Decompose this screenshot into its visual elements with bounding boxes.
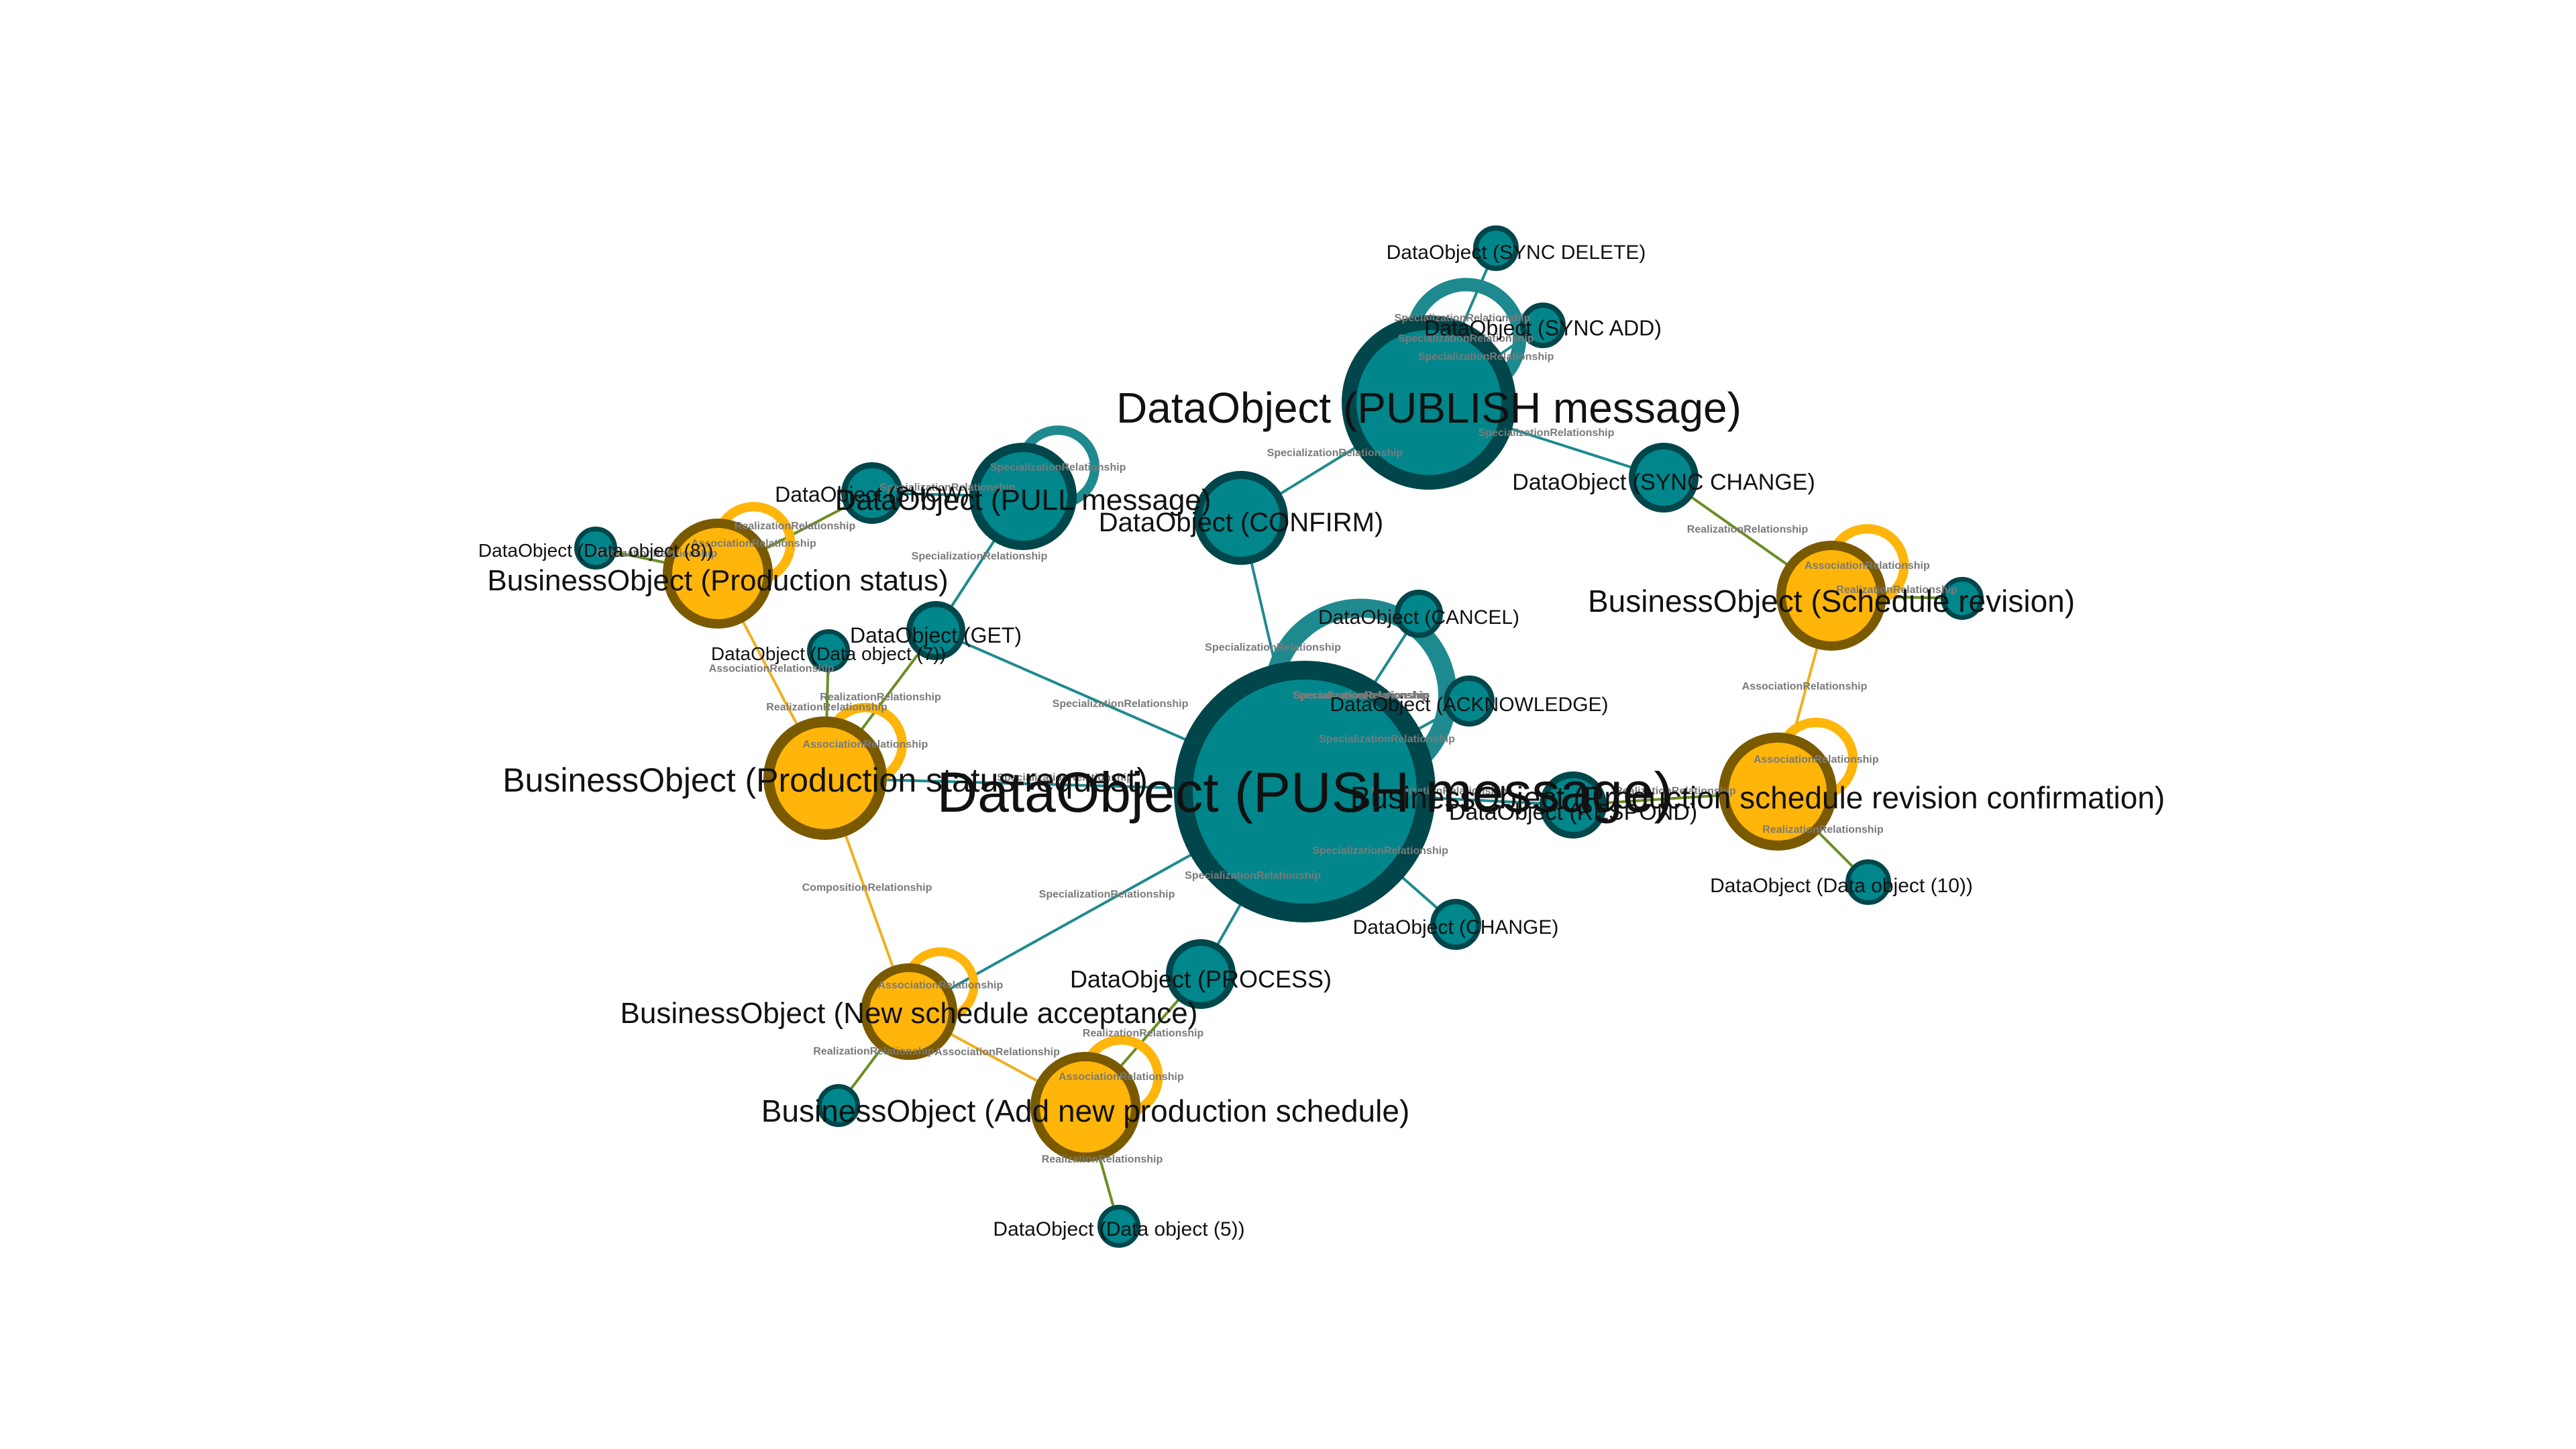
edge-label: CompositionRelationship — [802, 882, 932, 894]
node-label-show: DataObject (SHOW) — [775, 482, 969, 506]
node-label-process: DataObject (PROCESS) — [1070, 965, 1332, 993]
node-label-sync_change: DataObject (SYNC CHANGE) — [1512, 470, 1815, 495]
node-label-push: DataObject (PUSH message) — [936, 761, 1672, 824]
edge-label: SpecializationRelationship — [1395, 313, 1531, 324]
node-label-do5: DataObject (Data object (5)) — [993, 1218, 1244, 1240]
edge-label: RealizationRelationship — [1083, 1028, 1204, 1039]
edge-label: RealizationRelationship — [820, 692, 941, 703]
edge-labels-layer: SpecializationRelationshipSpecialization… — [596, 313, 1957, 1165]
edge-label: SpecializationRelationship — [1053, 698, 1189, 710]
edge-label: RealizationRelationship — [735, 521, 856, 532]
edge-label: RealizationRelationship — [1762, 824, 1884, 836]
node-labels-layer: DataObject (PUSH message) DataObject (PUB… — [478, 241, 2165, 1240]
self-loop-label: SpecializationRelationship — [990, 462, 1126, 473]
data-object-node-do_overlap[interactable] — [817, 1084, 860, 1127]
node-label-respond: DataObject (RESPOND) — [1449, 800, 1697, 825]
self-loop-label: SpecializationRelationship — [1293, 690, 1429, 701]
data-object-node-sync_delete[interactable] — [1473, 225, 1519, 271]
edge-label: AssociationRelationship — [709, 663, 835, 675]
edge-label: RealizationRelationship — [1042, 1154, 1163, 1165]
data-object-node-publish[interactable] — [1342, 315, 1516, 490]
data-object-node-do8[interactable] — [574, 527, 617, 570]
data-object-node-confirm[interactable] — [1194, 471, 1288, 565]
node-label-bo_prod_status: BusinessObject (Production status) — [487, 564, 948, 597]
edge-label: RealizationRelationship — [1615, 786, 1736, 797]
data-object-node-get[interactable] — [906, 601, 965, 660]
self-loop-label: AssociationRelationship — [803, 739, 928, 751]
node-label-bo_new_sched_acc: BusinessObject (New schedule acceptance) — [621, 997, 1198, 1030]
data-object-node-do_hidden[interactable] — [1941, 577, 1984, 620]
edge-label: SpecializationRelationship — [1312, 845, 1448, 857]
data-object-node-process[interactable] — [1166, 939, 1236, 1009]
node-label-do10: DataObject (Data object (10)) — [1710, 875, 1973, 897]
node-label-do7: DataObject (Data object (7)) — [711, 643, 946, 664]
edge-label: SpecializationRelationship — [912, 551, 1048, 562]
node-label-get: DataObject (GET) — [850, 623, 1022, 647]
node-label-bo_add_new_sched: BusinessObject (Add new production sched… — [761, 1093, 1410, 1128]
data-object-node-do5[interactable] — [1097, 1205, 1140, 1248]
data-object-node-pull[interactable] — [969, 443, 1077, 550]
node-label-sync_delete: DataObject (SYNC DELETE) — [1387, 241, 1646, 264]
node-label-publish: DataObject (PUBLISH message) — [1116, 384, 1741, 432]
edge-label: SpecializationRelationship — [1371, 786, 1507, 797]
business-object-node-bo_prod_status_req[interactable] — [763, 716, 887, 840]
edge-label: AssociationRelationship — [1742, 681, 1868, 692]
node-label-do8: DataObject (Data object (8)) — [478, 540, 713, 561]
node-label-bo_sched_rev_conf: BusinessObject (Production schedule revi… — [1350, 780, 2165, 815]
data-object-node-do7[interactable] — [807, 629, 850, 672]
edge-label: AssociationRelationship — [934, 1046, 1060, 1058]
node-label-pull: DataObject (PULL message) — [835, 484, 1212, 517]
business-object-node-bo_new_sched_acc[interactable] — [861, 963, 957, 1060]
node-label-acknowledge: DataObject (ACKNOWLEDGE) — [1330, 694, 1608, 716]
edge-label: RealizationRelationship — [1687, 524, 1809, 535]
nodes-layer — [574, 225, 1984, 1248]
node-label-confirm: DataObject (CONFIRM) — [1099, 508, 1384, 537]
data-object-node-cancel[interactable] — [1395, 590, 1443, 638]
edge-label: SpecializationRelationship — [1418, 352, 1554, 363]
data-object-node-acknowledge[interactable] — [1444, 676, 1495, 727]
data-object-node-do10[interactable] — [1845, 859, 1891, 905]
edge-label: SpecializationRelationship — [1185, 870, 1321, 881]
edge-label: SpecializationRelationship — [1205, 642, 1341, 653]
self-loop-label: AssociationRelationship — [691, 538, 816, 549]
edge-label: SpecializationRelationship — [1267, 447, 1403, 459]
edge-label: SpecializationRelationship — [997, 772, 1133, 784]
self-loop-label: AssociationRelationship — [878, 980, 1004, 991]
edge-label: SpecializationRelationship — [1039, 889, 1175, 900]
edge-label: RealizationRelationship — [596, 548, 718, 559]
data-object-node-respond[interactable] — [1540, 771, 1607, 839]
data-object-node-push[interactable] — [1174, 661, 1436, 922]
self-loop-label: AssociationRelationship — [1059, 1071, 1184, 1083]
edge-label: RealizationRelationship — [1836, 584, 1957, 596]
business-object-node-bo_sched_rev_conf[interactable] — [1719, 733, 1837, 851]
edge-label: SpecializationRelationship — [1479, 427, 1615, 439]
node-label-change: DataObject (CHANGE) — [1353, 916, 1559, 938]
self-loop-label: AssociationRelationship — [1754, 754, 1879, 765]
node-label-sync_add: DataObject (SYNC ADD) — [1424, 316, 1662, 340]
self-loop-label: SpecializationRelationship — [1398, 333, 1534, 344]
edge-label: RealizationRelationship — [813, 1046, 934, 1057]
data-object-node-sync_add[interactable] — [1520, 303, 1566, 348]
business-object-node-bo_add_new_sched[interactable] — [1030, 1052, 1140, 1162]
data-object-node-sync_change[interactable] — [1629, 443, 1699, 513]
edge-label: SpecializationRelationship — [879, 482, 1016, 494]
edge-label: SpecializationRelationship — [1319, 734, 1455, 745]
business-object-node-bo_sched_rev[interactable] — [1776, 541, 1886, 651]
node-label-bo_sched_rev: BusinessObject (Schedule revision) — [1588, 584, 2075, 619]
node-label-cancel: DataObject (CANCEL) — [1318, 606, 1519, 629]
edge-label: RealizationRelationship — [766, 702, 888, 713]
business-object-node-bo_prod_status[interactable] — [663, 519, 773, 629]
node-label-bo_prod_status_req: BusinessObject (Production status reques… — [502, 761, 1148, 799]
data-object-node-change[interactable] — [1430, 899, 1481, 950]
edge-label: SpecializationRelationship — [1294, 690, 1430, 702]
self-loop-label: AssociationRelationship — [1805, 560, 1930, 572]
data-object-node-show[interactable] — [841, 462, 903, 524]
